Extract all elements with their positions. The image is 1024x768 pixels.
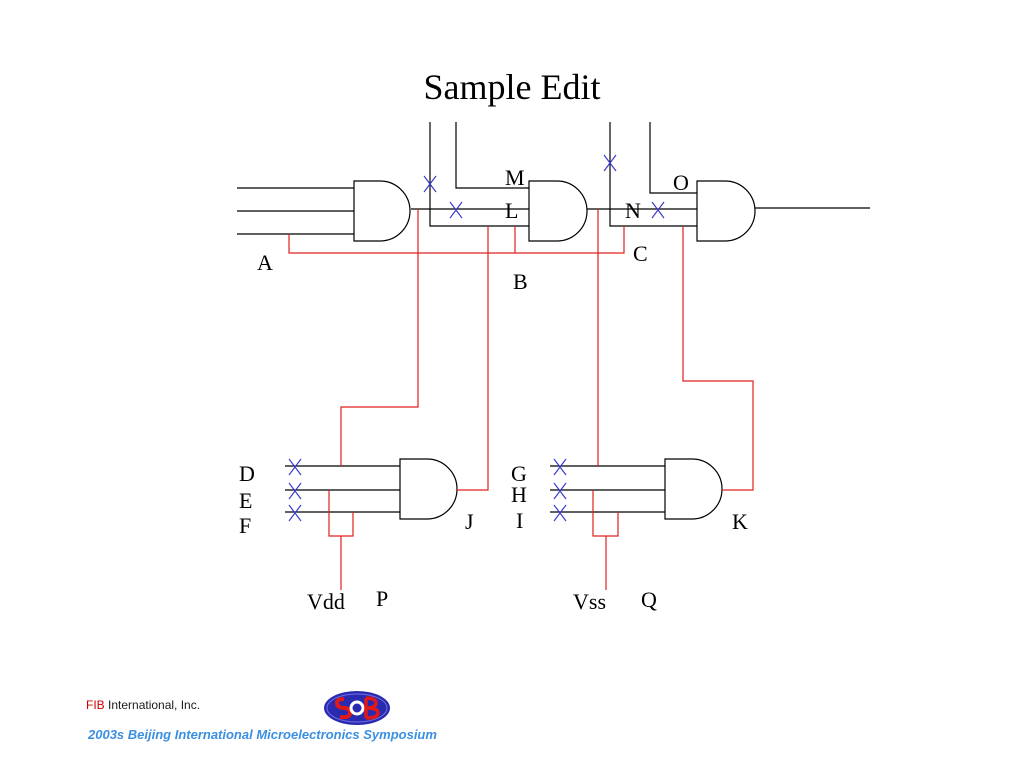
and-gate-2	[528, 180, 588, 242]
label-vss: Vss	[573, 589, 606, 614]
cut-mark-9	[553, 482, 567, 500]
cut-mark-10	[553, 504, 567, 522]
edit-wires	[288, 209, 754, 590]
footer-fib: FIB	[86, 698, 105, 712]
label-G: G	[511, 461, 527, 486]
cut-mark-3	[603, 154, 617, 172]
cut-mark-2	[449, 201, 463, 219]
cut-mark-8	[553, 458, 567, 476]
label-B: B	[513, 269, 528, 294]
symposium-logo	[324, 691, 390, 725]
footer-company-name: International, Inc.	[104, 698, 201, 712]
and-gate-3	[696, 180, 756, 242]
label-F: F	[239, 513, 251, 538]
slide-title: Sample Edit	[423, 67, 601, 107]
label-vdd: Vdd	[307, 589, 345, 614]
cut-mark-5	[288, 458, 302, 476]
and-gate-5	[664, 458, 723, 520]
cut-mark-7	[288, 504, 302, 522]
label-D: D	[239, 461, 255, 486]
cut-mark-6	[288, 482, 302, 500]
label-N: N	[625, 198, 641, 223]
cut-mark-4	[651, 201, 665, 219]
cut-marks	[288, 154, 665, 522]
label-P: P	[376, 586, 388, 611]
label-I: I	[516, 508, 523, 533]
and-gate-1	[353, 180, 411, 242]
cut-mark-1	[423, 175, 437, 193]
label-A: A	[257, 250, 273, 275]
label-O: O	[673, 170, 689, 195]
label-K: K	[732, 509, 748, 534]
label-L: L	[505, 198, 518, 223]
label-C: C	[633, 241, 648, 266]
black-wires	[237, 122, 870, 513]
footer-company: FIB International, Inc.	[86, 698, 200, 712]
label-Q: Q	[641, 587, 657, 612]
and-gate-4	[399, 458, 458, 520]
label-E: E	[239, 488, 252, 513]
label-H: H	[511, 482, 527, 507]
label-M: M	[505, 165, 525, 190]
footer-symposium: 2003s Beijing International Microelectro…	[88, 727, 437, 742]
label-J: J	[465, 509, 474, 534]
